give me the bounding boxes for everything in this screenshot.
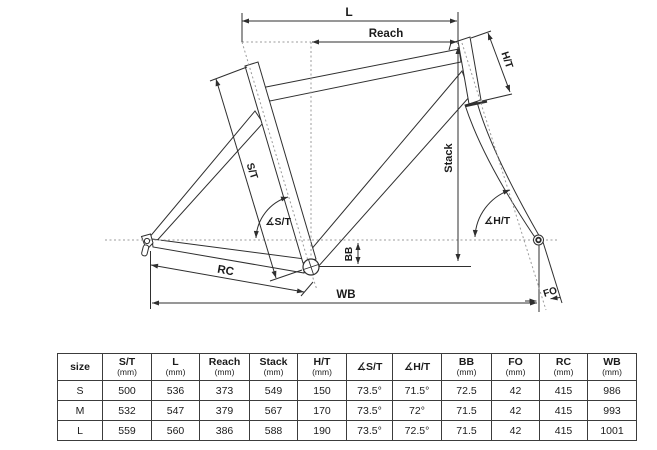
cell: 190 (297, 420, 347, 441)
col-header-seat-angle: ∡S/T (346, 353, 393, 381)
front-axle-inner-circle (535, 236, 542, 244)
cell: 170 (297, 400, 347, 421)
table-row-size-m: M 532 547 379 567 170 73.5° 72° 71.5 42 … (57, 400, 637, 421)
cell: 536 (151, 380, 200, 401)
dimension-labels: L Reach H/T S/T Stack BB RC WB ∡S/T ∡H/T… (216, 5, 558, 301)
col-header-fork-offset: FO(mm) (491, 353, 540, 381)
col-header-head-angle: ∡H/T (392, 353, 442, 381)
col-header-reach: Reach(mm) (199, 353, 250, 381)
pivot-points (143, 234, 544, 276)
col-header-head-tube: H/T(mm) (297, 353, 347, 381)
ext-head-tube-top (470, 30, 492, 39)
cell: 415 (539, 420, 588, 441)
label-seat-angle: ∡S/T (265, 216, 291, 228)
col-header-seat-tube: S/T(mm) (102, 353, 152, 381)
label-head-angle: ∡H/T (484, 215, 511, 227)
cell: 72.5° (392, 420, 442, 441)
frame-geometry-svg: L Reach H/T S/T Stack BB RC WB ∡S/T ∡H/T… (105, 5, 563, 312)
label-reach: Reach (369, 28, 404, 40)
cell: 415 (539, 400, 588, 421)
ext-head-tube-bottom (481, 93, 513, 102)
label-fork-offset: FO (542, 285, 559, 300)
cell-size: S (57, 380, 103, 401)
col-header-stack: Stack(mm) (249, 353, 298, 381)
label-head-tube: H/T (498, 50, 515, 70)
cell: 42 (491, 400, 540, 421)
arc-seat-angle (253, 196, 289, 239)
table-header-row: size S/T(mm) L(mm) Reach(mm) Stack(mm) H… (57, 353, 637, 381)
cell: 549 (249, 380, 298, 401)
dim-fork-offset-right-arrow (550, 295, 561, 301)
head-tube (457, 36, 482, 105)
seat-tube-axis-guide (241, 41, 318, 291)
arc-head-angle (472, 189, 511, 238)
label-rear-center: RC (216, 264, 234, 279)
derailleur-hanger (141, 244, 150, 257)
dimension-lines (150, 12, 561, 309)
cell: 560 (151, 420, 200, 441)
col-header-size: size (57, 353, 103, 381)
construction-guides (105, 41, 557, 311)
col-header-wheelbase: WB(mm) (587, 353, 637, 381)
cell: 986 (587, 380, 637, 401)
cell: 42 (491, 380, 540, 401)
cell: 1001 (587, 420, 637, 441)
steering-axis-guide (461, 42, 547, 311)
cell: 567 (249, 400, 298, 421)
cell: 73.5° (346, 420, 393, 441)
cell: 386 (199, 420, 250, 441)
cell: 588 (249, 420, 298, 441)
fork-crown-line (465, 100, 488, 108)
cell: 379 (199, 400, 250, 421)
frame-geometry-diagram: L Reach H/T S/T Stack BB RC WB ∡S/T ∡H/T… (105, 5, 563, 312)
cell-size: L (57, 420, 103, 441)
front-axle-circle (533, 234, 544, 246)
label-top-length: L (345, 5, 352, 19)
table-row-size-s: S 500 536 373 549 150 73.5° 71.5° 72.5 4… (57, 380, 637, 401)
cell: 559 (102, 420, 152, 441)
cell: 72.5 (441, 380, 492, 401)
dim-rear-center (150, 263, 305, 294)
cell: 532 (102, 400, 152, 421)
cell: 71.5 (441, 400, 492, 421)
col-header-top-length: L(mm) (151, 353, 200, 381)
cell-size: M (57, 400, 103, 421)
rear-axle-circle (143, 237, 151, 245)
cell: 500 (102, 380, 152, 401)
ext-rear-center-right (300, 281, 314, 297)
cell: 73.5° (346, 400, 393, 421)
col-header-rear-center: RC(mm) (539, 353, 588, 381)
dim-seat-tube (215, 78, 277, 279)
cell: 415 (539, 380, 588, 401)
cell: 150 (297, 380, 347, 401)
label-seat-tube: S/T (244, 161, 261, 181)
cell: 993 (587, 400, 637, 421)
ext-seat-tube-top (209, 66, 248, 82)
label-stack: Stack (443, 142, 455, 172)
bottom-bracket-crosshair (303, 259, 319, 275)
table-row-size-l: L 559 560 386 588 190 73.5° 72.5° 71.5 4… (57, 420, 637, 441)
fork-tip-line (542, 241, 563, 304)
bike-frame (140, 36, 563, 312)
dim-head-tube (487, 32, 511, 93)
label-wheelbase: WB (336, 289, 355, 301)
cell: 72° (392, 400, 442, 421)
cell: 73.5° (346, 380, 393, 401)
top-tube (260, 48, 462, 102)
geometry-table: size S/T(mm) L(mm) Reach(mm) Stack(mm) H… (57, 353, 637, 441)
cell: 71.5 (441, 420, 492, 441)
label-bb-drop: BB (344, 247, 355, 261)
cell: 373 (199, 380, 250, 401)
cell: 547 (151, 400, 200, 421)
cell: 71.5° (392, 380, 442, 401)
col-header-bb-drop: BB(mm) (441, 353, 492, 381)
cell: 42 (491, 420, 540, 441)
